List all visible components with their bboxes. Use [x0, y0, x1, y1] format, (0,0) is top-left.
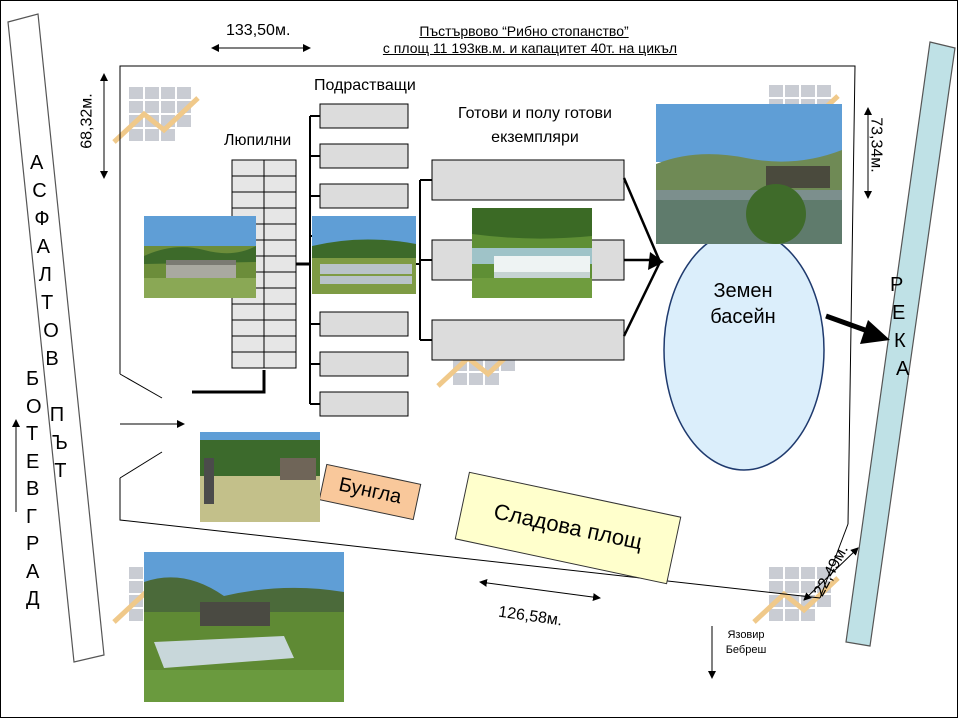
dimension-top: 133,50м.: [226, 22, 291, 39]
road-letter: С: [32, 180, 47, 202]
bungalow-box: [318, 463, 422, 521]
road-letter: П: [49, 404, 65, 426]
city-letter: Т: [26, 423, 39, 445]
road-strip: [7, 13, 105, 663]
city-letter: Р: [26, 533, 40, 555]
storage-box: [454, 471, 682, 585]
growing-label: Подрастващи: [314, 77, 416, 94]
city-letter: Г: [26, 505, 37, 528]
city-letter: Е: [26, 450, 40, 473]
road-letter: Ф: [34, 208, 50, 230]
city-letter: О: [26, 395, 42, 418]
dam-label: Язовир Бебреш: [725, 629, 767, 656]
road-letter: А: [36, 236, 50, 258]
photo-farm: [144, 552, 344, 702]
deco-grid-icon: [114, 86, 198, 156]
photo-bungalow: [200, 432, 320, 522]
river-letter: Р: [890, 274, 904, 296]
city-letter: А: [26, 560, 40, 583]
river-letter: Е: [892, 302, 906, 324]
title-line2: с площ 11 193кв.м. и капацитет 40т. на ц…: [382, 40, 678, 56]
road-letter: Т: [41, 292, 54, 314]
site-boundary: [119, 65, 856, 525]
photo-growing: [312, 216, 416, 294]
photo-pool: [656, 104, 842, 244]
river-letter: К: [894, 330, 906, 352]
road-letter: Л: [38, 264, 52, 286]
river-letter: А: [896, 358, 910, 380]
pool-label: Земен басейн: [710, 280, 776, 328]
hatchery-label: Люпилни: [224, 132, 292, 149]
dimension-right: 73,34м.: [867, 117, 885, 173]
road-letter: О: [43, 320, 59, 342]
road-letter: А: [30, 152, 44, 174]
road-letter: Ъ: [52, 432, 68, 454]
river-strip: [845, 41, 956, 647]
city-letter: В: [26, 478, 40, 500]
dimension-left: 68,32м.: [78, 93, 96, 149]
earth-pool: [663, 229, 825, 471]
city-letter: Д: [26, 588, 40, 610]
title-line1: Пъстървово “Рибно стопанство”: [419, 23, 629, 39]
photo-hatchery: [144, 216, 256, 298]
ready-label: Готови и полу готови екземпляри: [458, 105, 612, 146]
road-letter: В: [45, 348, 59, 370]
road-letter: Т: [54, 460, 67, 482]
hatchery-tanks: [231, 159, 297, 369]
photo-ready: [472, 208, 592, 298]
city-letter: Б: [26, 368, 40, 390]
